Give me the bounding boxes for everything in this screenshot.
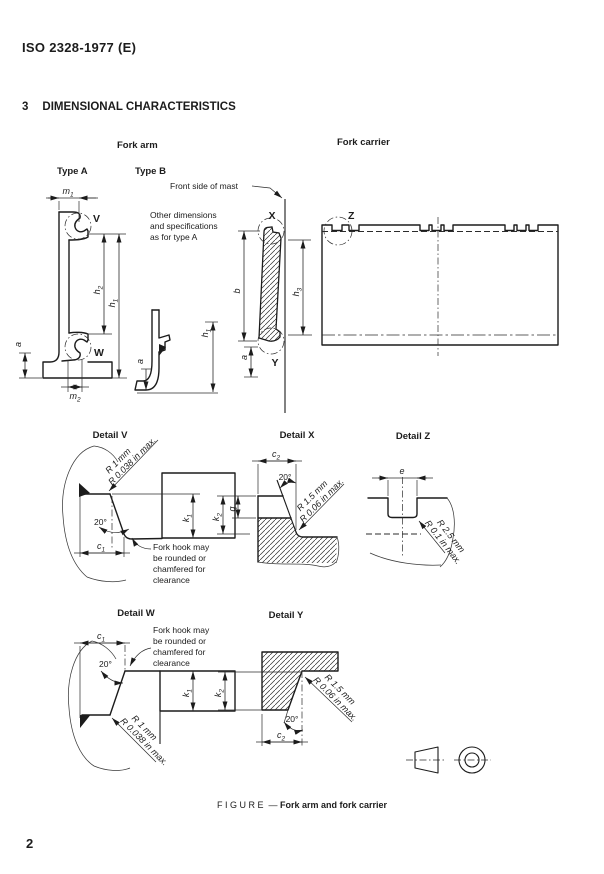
figure-caption-separator: —	[268, 800, 278, 810]
dim-c2-x: c2	[272, 449, 281, 462]
projection-circle-inner-icon	[464, 752, 480, 768]
detail-y: Detail Y k2 20° c2 R 1.5 mm R 0.06 in ma…	[213, 610, 359, 746]
dim-a-type-a: a	[13, 342, 23, 347]
doc-reference: ISO 2328-1977 (E)	[22, 40, 137, 55]
section-heading: DIMENSIONAL CHARACTERISTICS	[42, 101, 236, 113]
detail-v: Detail V 20° R 1 mm R 0.038 in max. Fork…	[62, 430, 236, 585]
dim-h1-type-b: h1	[200, 328, 213, 337]
dim-c2-y: c2	[277, 730, 286, 743]
dim-h3: h3	[291, 287, 304, 296]
dim-h2: h2	[92, 285, 105, 294]
dim-m1: m1	[62, 186, 74, 199]
fork-arm-label: Fork arm	[117, 140, 158, 151]
detail-v-angle: 20°	[94, 517, 107, 527]
detail-x-title: Detail X	[280, 430, 316, 441]
detail-w-note-1: Fork hook may	[153, 625, 210, 635]
dim-k1-w: k1	[181, 689, 194, 698]
section-title: 3 DIMENSIONAL CHARACTERISTICS	[22, 101, 236, 113]
detail-w-callout-circle	[64, 333, 92, 361]
detail-z-callout-circle	[323, 216, 353, 246]
type-b-note-1: Other dimensions	[150, 210, 217, 220]
dim-k2-y: k2	[213, 689, 226, 698]
dim-m2: m2	[69, 391, 81, 404]
detail-y-angle: 20°	[286, 714, 299, 724]
detail-v-title: Detail V	[93, 430, 129, 441]
hook-w-label: W	[94, 347, 104, 359]
type-b-note-3: as for type A	[150, 232, 198, 242]
detail-w-note-2: be rounded or	[153, 636, 206, 646]
type-b-label: Type B	[135, 166, 166, 177]
detail-x-angle: 20°	[279, 472, 292, 482]
figure-caption-title: Fork arm and fork carrier	[280, 800, 388, 810]
dim-k1-v: k1	[181, 514, 194, 523]
detail-w: Detail W 20° c1 Fork hook may be rounded…	[68, 608, 236, 771]
figure-caption: FIGURE — Fork arm and fork carrier	[0, 800, 604, 810]
dim-q: q	[227, 506, 237, 511]
section-number: 3	[22, 101, 29, 113]
dim-c1-w: c1	[97, 631, 106, 644]
detail-w-angle: 20°	[99, 659, 112, 669]
detail-v-note-4: clearance	[153, 575, 190, 585]
hook-y-label: Y	[271, 357, 278, 369]
dim-a-type-b: a	[135, 359, 145, 364]
dim-c1-v: c1	[97, 541, 106, 554]
detail-v-note-1: Fork hook may	[153, 542, 210, 552]
detail-w-title: Detail W	[117, 608, 155, 619]
fork-carrier-label: Fork carrier	[337, 137, 390, 148]
dim-h1: h1	[107, 298, 120, 307]
type-b-fork-arm: Other dimensions and specifications as f…	[134, 210, 218, 394]
hook-x-label: X	[268, 210, 275, 222]
fork-carrier-bar: Z	[321, 210, 559, 356]
dim-e: e	[399, 466, 404, 476]
detail-z-title: Detail Z	[396, 431, 431, 442]
projection-symbol	[406, 746, 491, 774]
hook-v-label: V	[93, 213, 100, 225]
type-a-label: Type A	[57, 166, 88, 177]
hook-z-label: Z	[348, 210, 355, 222]
detail-y-title: Detail Y	[269, 610, 304, 621]
detail-w-note-3: chamfered for	[153, 647, 206, 657]
projection-cone-icon	[414, 746, 439, 774]
detail-v-note-2: be rounded or	[153, 553, 206, 563]
detail-y-callout-circle	[257, 327, 285, 355]
detail-v-callout-circle	[64, 212, 92, 240]
figure-caption-label: FIGURE	[216, 800, 266, 810]
detail-v-note-3: chamfered for	[153, 564, 206, 574]
detail-w-note-4: clearance	[153, 658, 190, 668]
page-number: 2	[26, 836, 34, 851]
type-b-note-2: and specifications	[150, 221, 218, 231]
dim-k2-x: k2	[211, 513, 224, 522]
carrier-cross-section: X Y b a h3	[232, 210, 312, 378]
detail-z: Detail Z e R 2.5 mm R 0.1 in max.	[366, 431, 467, 568]
type-a-fork-arm: V W m1 h2 h1 a m2	[13, 186, 127, 404]
front-side-of-mast: Front side of mast	[170, 181, 286, 413]
detail-x: Detail X c2 20° R 1.5 mm R 0.06 in max.	[211, 430, 346, 568]
front-side-of-mast-label: Front side of mast	[170, 181, 239, 191]
dim-b: b	[232, 288, 242, 293]
dim-a-carrier: a	[239, 355, 249, 360]
projection-circle-outer-icon	[458, 746, 486, 774]
